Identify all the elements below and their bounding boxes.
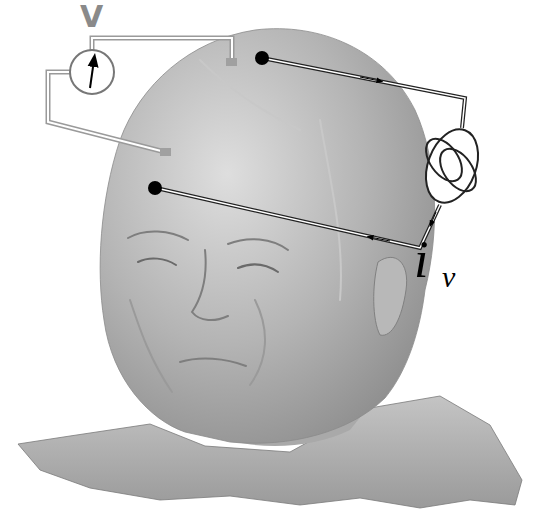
- current-source-symbol: [416, 122, 487, 210]
- current-wire: [156, 58, 465, 248]
- current-subscript: v: [442, 262, 455, 292]
- voltmeter-wire: [48, 38, 232, 152]
- face-features: [128, 60, 341, 392]
- voltage-electrode: [160, 148, 171, 156]
- voltage-electrode: [226, 58, 237, 66]
- head: [100, 29, 434, 444]
- voltmeter-symbol: [70, 50, 114, 94]
- electrode-dot: [255, 51, 269, 65]
- electrode-dot: [148, 181, 162, 195]
- current-label: i: [414, 234, 428, 286]
- ear: [374, 257, 407, 335]
- voltmeter-label: V: [80, 2, 103, 32]
